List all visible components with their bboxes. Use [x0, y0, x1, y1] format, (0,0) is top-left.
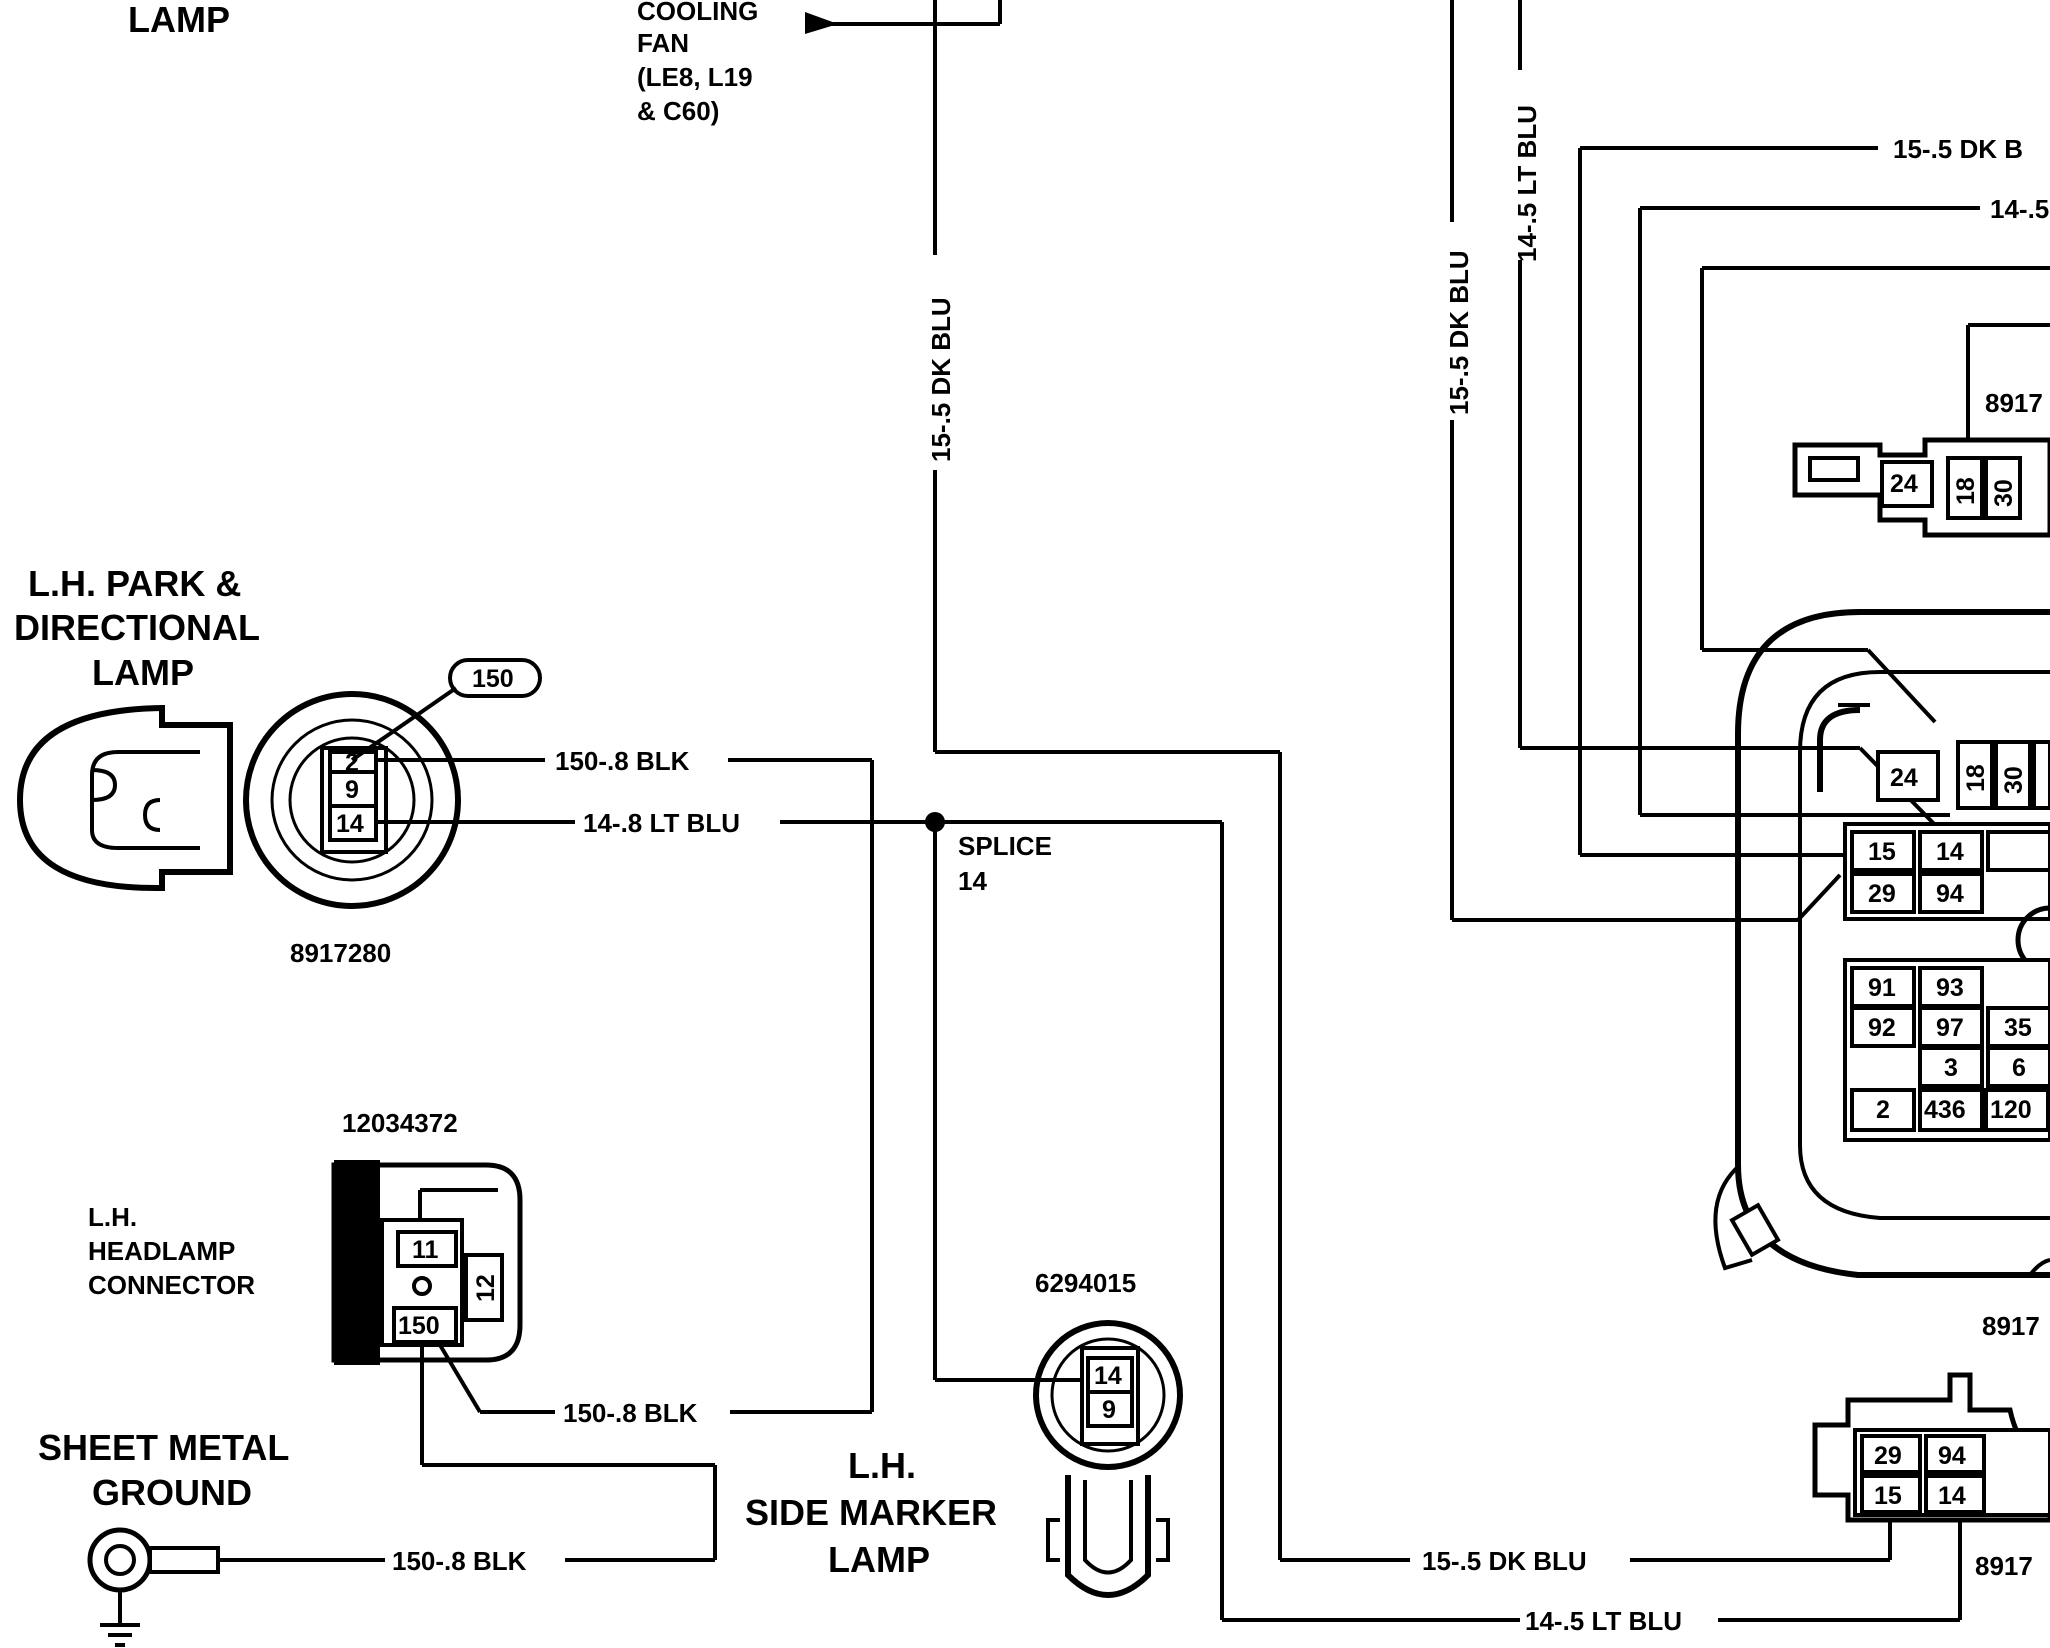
svg-text:COOLING: COOLING: [637, 0, 758, 26]
part-number-3: 8917: [1975, 1551, 2033, 1581]
park-lamp-bulb: [16, 704, 233, 892]
top-connector: 8917 24 18 30: [1792, 323, 2050, 538]
cooling-fan-label: COOLING FAN (LE8, L19 & C60): [637, 0, 758, 126]
svg-text:SIDE MARKER: SIDE MARKER: [745, 1492, 997, 1533]
wire-label-w1: 150-.8 BLK: [555, 746, 690, 776]
cooling-fan-arrow: [805, 0, 1002, 34]
svg-text:14: 14: [1936, 838, 1964, 866]
svg-text:30: 30: [1990, 479, 2018, 507]
side-marker-part-number: 6294015: [1035, 1268, 1136, 1298]
wire-label-w10: 15-.5 DK B: [1893, 134, 2023, 164]
wire-labels-bottom: 15-.5 DK BLU 14-.5 LT BLU: [1422, 1520, 1962, 1636]
svg-text:LAMP: LAMP: [828, 1539, 930, 1580]
wire-label-w11: 14-.5: [1990, 194, 2049, 224]
svg-text:11: 11: [412, 1236, 439, 1264]
circuit-150-tag: 150: [350, 658, 542, 762]
wire-label-w7: 15-.5 DK BLU: [1444, 250, 1474, 415]
svg-text:94: 94: [1938, 1442, 1966, 1470]
wire-label-w6: 14-.5 LT BLU: [1512, 105, 1542, 262]
wire-150-blk-park: 150-.8 BLK: [376, 746, 874, 1414]
svg-text:120: 120: [1990, 1096, 2032, 1124]
side-marker-socket: 14 9: [1033, 1320, 1183, 1470]
svg-text:94: 94: [1936, 880, 1964, 908]
wire-label-w4: 150-.8 BLK: [392, 1546, 527, 1576]
svg-text:LAMP: LAMP: [92, 652, 194, 693]
svg-text:9: 9: [1102, 1396, 1116, 1424]
part-number-1: 8917: [1985, 388, 2043, 418]
wire-14-lt-blu-right: 14-.5 LT BLU: [1512, 0, 1942, 832]
bulkhead-block-a: 15 14 29 94: [1843, 822, 2050, 975]
svg-text:24: 24: [1890, 470, 1918, 498]
part-number-2: 8917: [1982, 1311, 2040, 1341]
svg-text:L.H. PARK &: L.H. PARK &: [28, 563, 241, 604]
svg-text:150: 150: [398, 1312, 440, 1340]
svg-text:3: 3: [1944, 1054, 1958, 1082]
svg-text:& C60): & C60): [637, 96, 719, 126]
headlamp-connector-label: L.H. HEADLAMP CONNECTOR: [88, 1202, 255, 1300]
svg-text:97: 97: [1936, 1014, 1964, 1042]
svg-text:18: 18: [1952, 477, 1980, 505]
svg-text:HEADLAMP: HEADLAMP: [88, 1236, 235, 1266]
svg-text:2: 2: [345, 749, 359, 777]
svg-text:14: 14: [1094, 1362, 1122, 1390]
svg-text:150: 150: [472, 665, 514, 693]
wire-label-w3: 150-.8 BLK: [563, 1398, 698, 1428]
wire-label-w9: 14-.5 LT BLU: [1525, 1606, 1682, 1636]
wire-label-w8: 15-.5 DK BLU: [1422, 1546, 1587, 1576]
wire-15-dk-blu-vertical: 15-.5 DK BLU: [926, 0, 1410, 1562]
svg-text:14: 14: [1938, 1482, 1966, 1510]
wire-14-lt-blu-park: 14-.8 LT BLU: [376, 808, 1520, 1622]
wire-label-w2: 14-.8 LT BLU: [583, 808, 740, 838]
svg-text:92: 92: [1868, 1014, 1896, 1042]
svg-text:GROUND: GROUND: [92, 1472, 252, 1513]
svg-text:L.H.: L.H.: [88, 1202, 137, 1232]
svg-text:FAN: FAN: [637, 28, 689, 58]
svg-text:91: 91: [1868, 974, 1896, 1002]
svg-text:35: 35: [2004, 1014, 2032, 1042]
svg-text:SHEET METAL: SHEET METAL: [38, 1427, 289, 1468]
headlamp-connector: 11 150 12: [331, 1160, 523, 1365]
bulkhead-top-block: 24 18 30: [1876, 740, 2050, 810]
wire-third-top: [1700, 266, 2050, 724]
ground-label: SHEET METAL GROUND: [38, 1427, 289, 1513]
svg-text:15: 15: [1874, 1482, 1902, 1510]
bulkhead-housing: [1713, 609, 2050, 1278]
side-marker-label: L.H. SIDE MARKER LAMP: [745, 1445, 997, 1580]
svg-text:14: 14: [958, 866, 987, 896]
svg-text:18: 18: [1962, 764, 1990, 792]
svg-text:2: 2: [1876, 1096, 1890, 1124]
bottom-right-connector: 29 94 15 14: [1812, 1372, 2050, 1523]
svg-text:(LE8, L19: (LE8, L19: [637, 62, 753, 92]
headlamp-part-number: 12034372: [342, 1108, 458, 1138]
park-lamp-socket: 2 9 14: [243, 691, 461, 909]
svg-text:L.H.: L.H.: [848, 1445, 916, 1486]
svg-text:30: 30: [2000, 766, 2028, 794]
wire-150-blk-headlamp: 150-.8 BLK: [420, 1343, 717, 1562]
svg-text:29: 29: [1874, 1442, 1902, 1470]
wire-label-w5: 15-.5 DK BLU: [926, 297, 956, 462]
splice-14: SPLICE 14: [925, 812, 1088, 1382]
side-marker-bulb: [1046, 1475, 1170, 1598]
svg-text:12: 12: [472, 1274, 500, 1302]
svg-text:SPLICE: SPLICE: [958, 831, 1052, 861]
svg-text:93: 93: [1936, 974, 1964, 1002]
svg-text:436: 436: [1924, 1096, 1966, 1124]
wire-15-dk-blu-right: 15-.5 DK BLU: [1444, 0, 1842, 922]
park-lamp-label: L.H. PARK & DIRECTIONAL LAMP: [14, 563, 260, 693]
park-lamp-part-number: 8917280: [290, 938, 391, 968]
svg-text:14: 14: [336, 810, 364, 838]
svg-text:6: 6: [2012, 1054, 2026, 1082]
svg-text:29: 29: [1868, 880, 1896, 908]
svg-text:CONNECTOR: CONNECTOR: [88, 1270, 255, 1300]
lamp-top-label: LAMP: [128, 0, 230, 40]
svg-text:DIRECTIONAL: DIRECTIONAL: [14, 607, 260, 648]
ground-terminal: 150-.8 BLK: [87, 1527, 527, 1647]
svg-text:9: 9: [345, 776, 359, 804]
bulkhead-block-b: 91 93 92 97 35 3 6 2 436 120: [1843, 958, 2050, 1142]
wire-14-5-top: 14-.5: [1638, 194, 2049, 817]
svg-text:15: 15: [1868, 838, 1896, 866]
svg-text:24: 24: [1890, 764, 1918, 792]
